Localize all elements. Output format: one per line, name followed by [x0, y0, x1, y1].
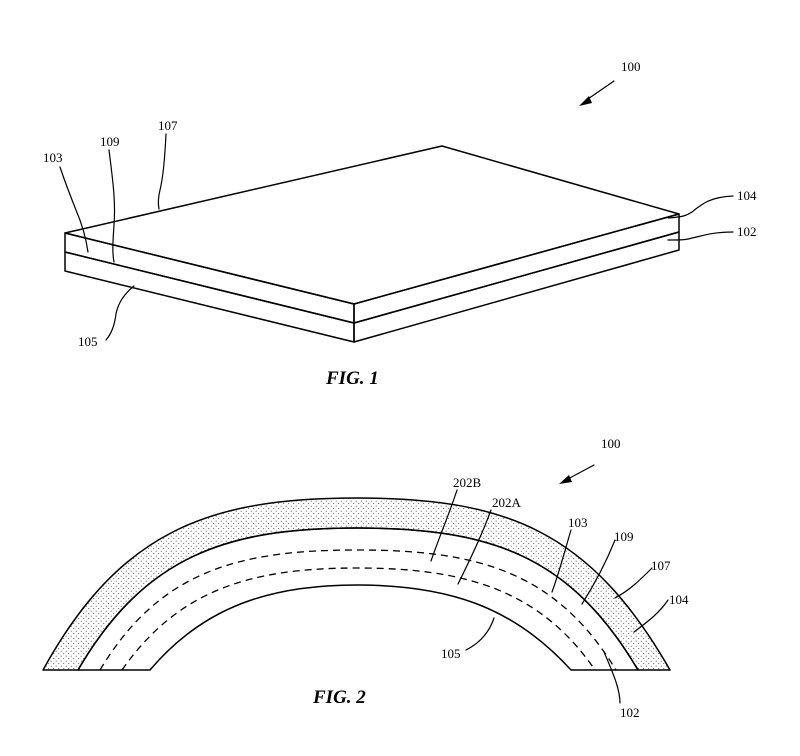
leader-109	[581, 539, 616, 605]
dashed-line-202B	[99, 549, 617, 671]
arrow-100-shaft	[565, 464, 595, 481]
label-202B: 202B	[453, 475, 482, 490]
label-105: 105	[441, 646, 461, 661]
label-104: 104	[737, 188, 757, 203]
dashed-line-202A	[121, 567, 596, 671]
leader-102	[603, 651, 621, 704]
leader-104	[633, 599, 669, 633]
label-107: 107	[651, 558, 671, 573]
leader-103	[551, 529, 572, 593]
figure-2-caption: FIG. 2	[312, 687, 366, 708]
leader-109	[108, 149, 116, 263]
label-100: 100	[621, 59, 641, 74]
leader-202B	[430, 489, 458, 562]
label-107: 107	[158, 118, 178, 133]
upper-layer-right-face	[353, 213, 680, 324]
arrow-100-head	[579, 96, 592, 106]
leader-202A	[457, 509, 492, 585]
leader-105	[465, 617, 495, 651]
arrow-100-head	[559, 475, 572, 484]
inner-layer-102	[77, 527, 639, 671]
label-103: 103	[568, 515, 588, 530]
label-102: 102	[737, 224, 757, 239]
leader-107	[157, 133, 167, 210]
figure-1-caption: FIG. 1	[325, 368, 379, 389]
label-102: 102	[620, 705, 640, 720]
leader-104	[667, 195, 734, 219]
stack-top-face	[64, 145, 680, 305]
leader-103	[59, 166, 89, 253]
label-104: 104	[669, 592, 689, 607]
lower-layer-front-face	[64, 251, 355, 343]
leader-102	[667, 231, 734, 241]
lower-layer-right-face	[353, 231, 680, 343]
label-105: 105	[78, 334, 98, 349]
upper-layer-front-face	[64, 232, 355, 324]
label-202A: 202A	[492, 495, 522, 510]
figure-2: 202B 202A 103 109 107 104 105 102 100 FI…	[42, 436, 689, 720]
label-100: 100	[601, 436, 621, 451]
leader-107	[614, 567, 653, 599]
label-109: 109	[614, 529, 634, 544]
figure-1: 103 109 107 104 102 105 100 FIG. 1	[43, 59, 757, 389]
leader-105	[105, 285, 135, 341]
arrow-100-shaft	[584, 80, 615, 102]
label-103: 103	[43, 150, 63, 165]
label-109: 109	[100, 134, 120, 149]
